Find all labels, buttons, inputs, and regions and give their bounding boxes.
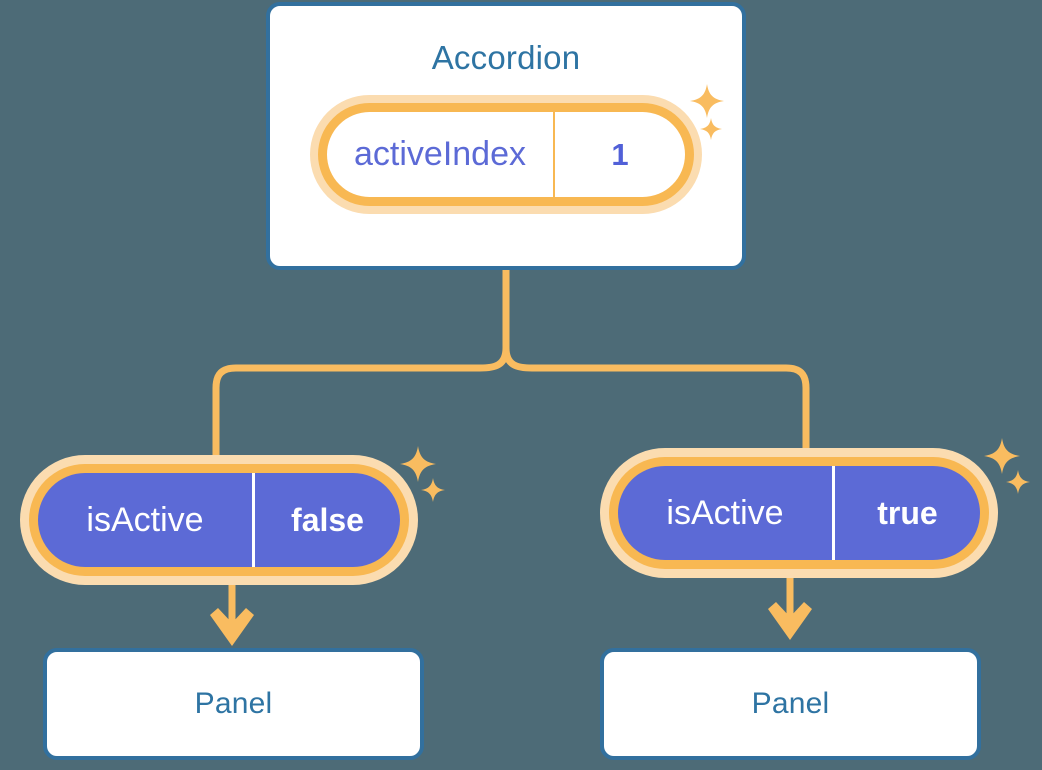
panel-title: Panel [751, 687, 830, 720]
sparkle-four-point-large-icon [984, 438, 1020, 474]
sparkle-four-point-large-icon [690, 84, 724, 118]
panel-card-left[interactable]: Panel [43, 648, 424, 760]
pill-body: isActive true [618, 466, 980, 560]
state-key-label: activeIndex [327, 112, 555, 197]
page-title: Accordion [431, 39, 581, 76]
panel-card-right[interactable]: Panel [600, 648, 981, 760]
pill-body: activeIndex 1 [327, 112, 685, 197]
state-value-label: false [291, 501, 364, 538]
sparkle-four-point-small-icon [421, 478, 445, 502]
state-pill-is-active-right[interactable]: isActive true [600, 448, 998, 578]
sparkle-four-point-large-icon [400, 446, 436, 482]
connector-branch-right [502, 344, 810, 459]
sparkle-four-point-small-icon [700, 118, 722, 140]
pill-body: isActive false [38, 473, 400, 567]
state-value-label: true [877, 494, 938, 531]
state-pill-active-index[interactable]: activeIndex 1 [310, 95, 702, 214]
state-key-label: isActive [618, 466, 835, 560]
arrow-down-left [210, 585, 254, 646]
state-key-label: isActive [38, 473, 255, 567]
arrow-down-right [768, 578, 812, 640]
state-pill-is-active-left[interactable]: isActive false [20, 455, 418, 585]
state-value-label: 1 [611, 136, 629, 172]
panel-title: Panel [194, 687, 273, 720]
connector-branch-left [212, 344, 510, 459]
sparkle-four-point-small-icon [1006, 470, 1030, 494]
